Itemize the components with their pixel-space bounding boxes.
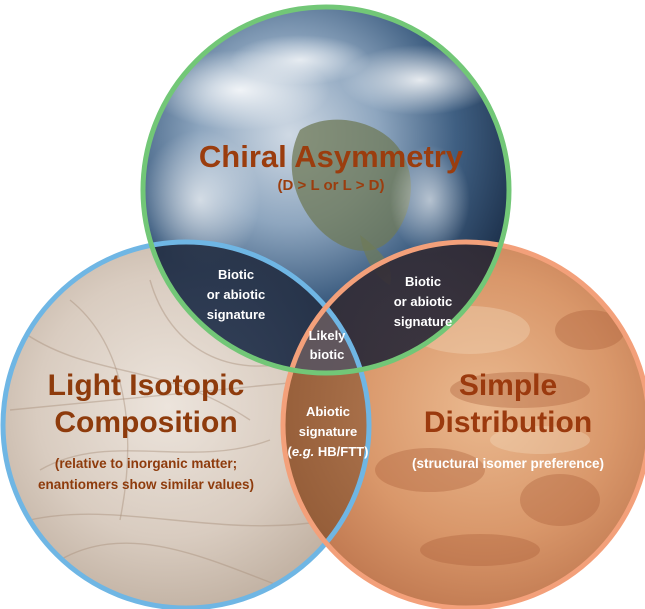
light-isotopic-subtitle-line1: (relative to inorganic matter; — [55, 456, 237, 471]
tl-intersection-line2: or abiotic — [207, 287, 266, 302]
simple-distribution-title-line1: Simple — [459, 369, 557, 402]
center-intersection-line1: Likely — [309, 328, 347, 343]
europa-ring — [0, 239, 372, 609]
tr-intersection-line2: or abiotic — [394, 294, 453, 309]
intersection-earth-europa — [143, 242, 369, 373]
tl-intersection-line3: signature — [207, 307, 266, 322]
light-isotopic-subtitle-line2: enantiomers show similar values) — [38, 477, 254, 492]
tr-intersection-line1: Biotic — [405, 274, 441, 289]
center-intersection-line2: biotic — [310, 347, 345, 362]
chiral-asymmetry-subtitle: (D > L or L > D) — [278, 177, 385, 194]
tl-intersection-line1: Biotic — [218, 267, 254, 282]
lr-intersection-line3: (e.g. HB/FTT) — [288, 444, 369, 459]
light-isotopic-title-line1: Light Isotopic — [48, 369, 245, 402]
lr-hbftt: HB/FTT — [314, 444, 364, 459]
tr-intersection-line3: signature — [394, 314, 453, 329]
lr-intersection-line1: Abiotic — [306, 404, 350, 419]
simple-distribution-title-line2: Distribution — [424, 406, 592, 439]
mars-ring — [280, 239, 645, 609]
lr-intersection-line2: signature — [299, 424, 358, 439]
lr-eg: e.g. — [292, 444, 314, 459]
earth-ring — [140, 4, 512, 376]
chiral-asymmetry-title: Chiral Asymmetry — [199, 139, 464, 174]
intersection-earth-mars — [283, 242, 509, 373]
simple-distribution-subtitle: (structural isomer preference) — [412, 456, 604, 471]
light-isotopic-title-line2: Composition — [54, 406, 237, 439]
